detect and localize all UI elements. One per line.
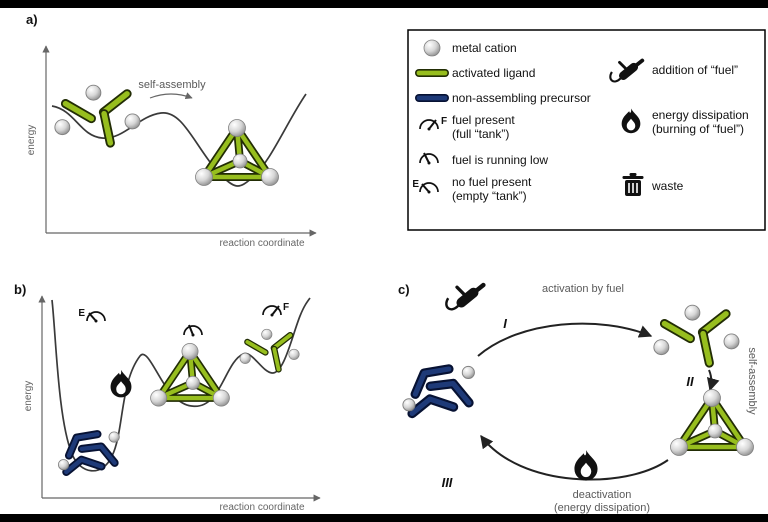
metal-cation-icon (423, 39, 441, 57)
activation-annotation: activation by fuel (542, 283, 624, 295)
fuel-gauge-full-needle (428, 119, 437, 130)
fuel-gauge-full-needle (271, 305, 280, 316)
legend-waste-label: waste (651, 179, 684, 193)
legend-fuel-full-label-line2: (full “tank”) (452, 127, 509, 141)
panel-a-energy-label: energy (26, 125, 37, 156)
fuel-gauge-full-letter: F (441, 116, 447, 127)
legend-dissipation-label-line2: (burning of “fuel”) (652, 122, 744, 136)
legend-fuel-empty-label-line1: no fuel present (452, 175, 532, 189)
self-assembly-annotation: self-assembly (746, 347, 758, 415)
self-assembly-arrow (149, 92, 193, 100)
panel-a-label: a) (26, 12, 38, 27)
step-3-numeral: III (442, 475, 453, 490)
self-assembly-annotation: self-assembly (138, 79, 206, 91)
legend-box (407, 29, 766, 231)
step-1-numeral: I (503, 316, 507, 331)
fuel-gauge-low-needle (188, 324, 194, 336)
legend: F E metal cation activated ligand non-as… (407, 29, 766, 231)
panel-c-label: c) (398, 282, 410, 297)
panel-c: c) activation by fuel I self-assembly II… (398, 282, 758, 514)
activation-arrow (477, 322, 653, 357)
deactivation-arrow (480, 434, 669, 481)
self-assembly-arrow (706, 369, 720, 392)
legend-fuel-low-label: fuel is running low (452, 153, 548, 167)
fuel-gauge-empty-letter: E (412, 179, 419, 190)
fuel-gauge-full-letter: F (283, 302, 289, 313)
fuel-gauge-empty-letter: E (78, 308, 85, 319)
panel-b: b) energy reaction coordinate E F (14, 282, 321, 513)
fuel-gauge-empty-needle (421, 183, 430, 193)
panel-b-energy-label: energy (23, 381, 34, 412)
waste-trash-icon (621, 172, 645, 197)
legend-precursor-label: non-assembling precursor (452, 91, 591, 105)
legend-dissipation-label-line1: energy dissipation (652, 108, 749, 122)
fuel-gauge-empty-needle (88, 312, 97, 322)
panel-a-reaction-label: reaction coordinate (219, 238, 304, 249)
legend-fuel-empty-label-line2: (empty “tank”) (452, 189, 527, 203)
legend-fuel-full-label-line1: fuel present (452, 113, 515, 127)
deactivation-annotation-line2: (energy dissipation) (554, 502, 650, 514)
step-2-numeral: II (686, 374, 694, 389)
legend-fuel-addition-label: addition of “fuel” (652, 63, 738, 77)
panel-a: a) energy reaction coordinate self-assem… (26, 12, 317, 249)
deactivation-annotation-line1: deactivation (573, 489, 632, 501)
panel-b-label: b) (14, 282, 26, 297)
legend-metal-cation-label: metal cation (452, 41, 517, 55)
panel-b-reaction-label: reaction coordinate (219, 502, 304, 513)
legend-activated-ligand-label: activated ligand (452, 66, 535, 80)
fuel-gauge-low-needle (423, 152, 430, 164)
